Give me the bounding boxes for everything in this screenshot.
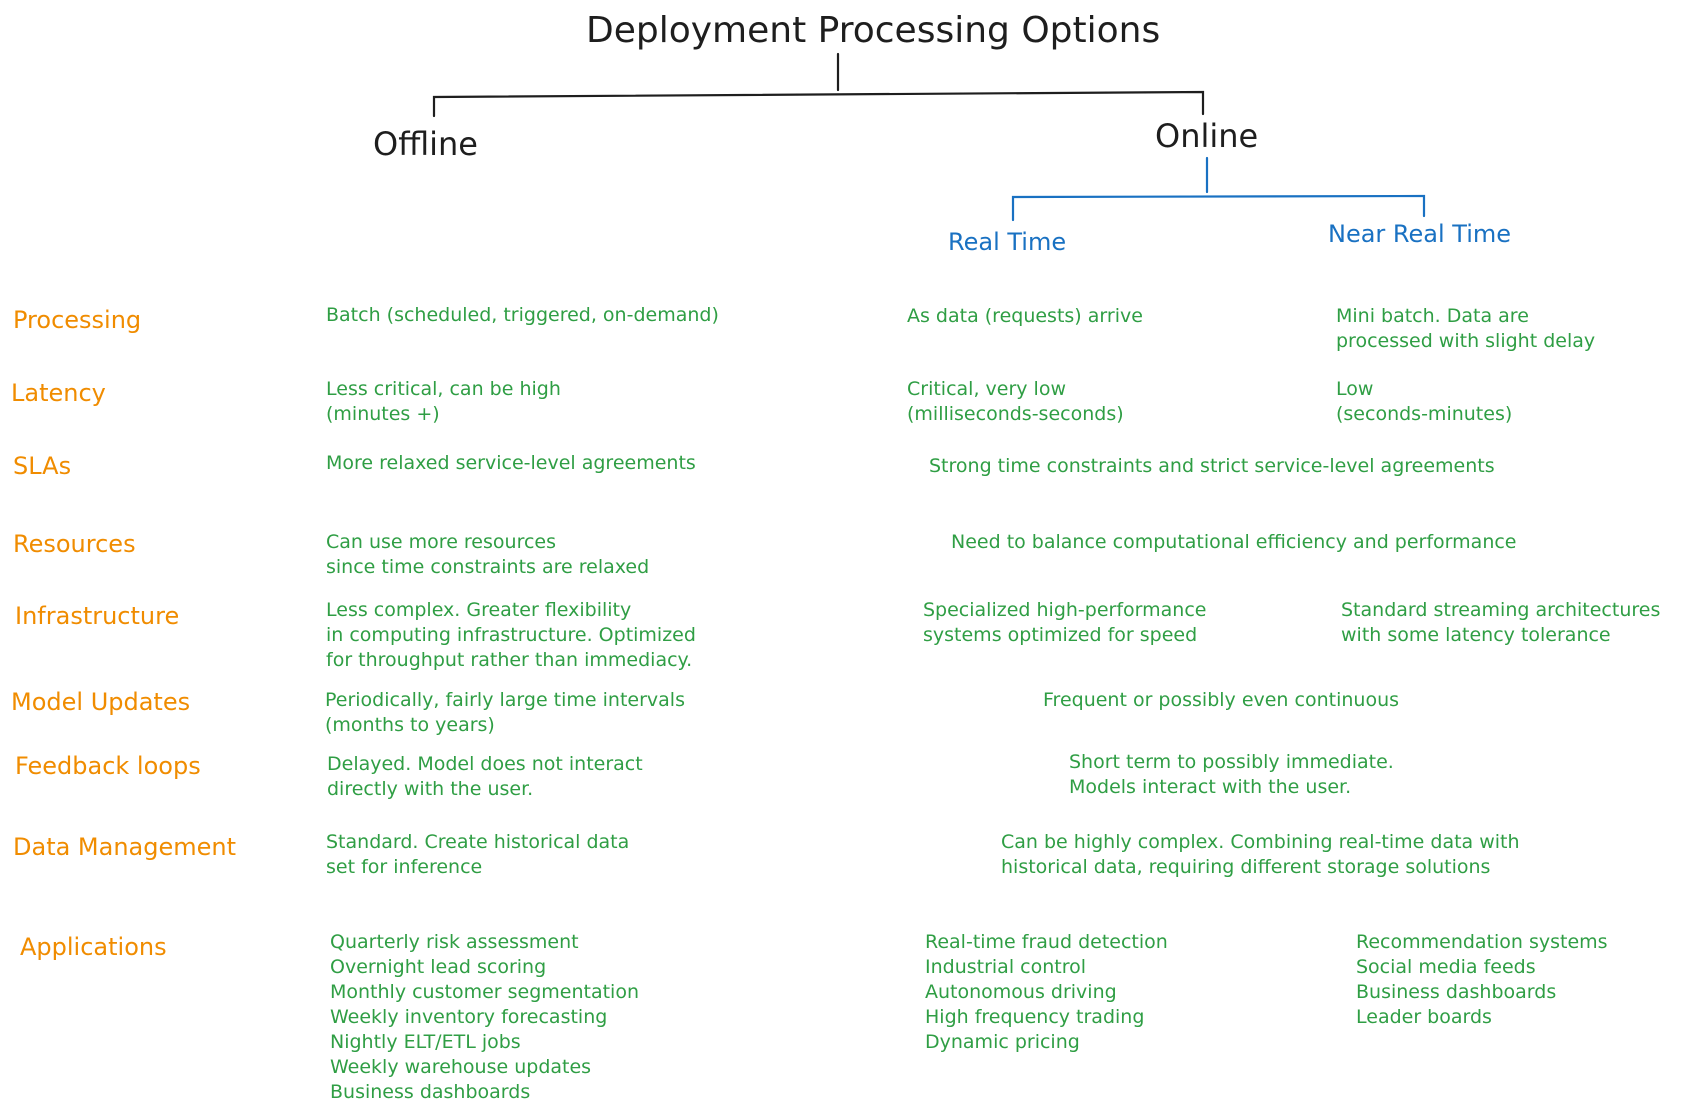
row-label-data-management: Data Management bbox=[13, 833, 237, 861]
infrastructure-real-time-cell: Specialized high-performance systems opt… bbox=[923, 599, 1207, 646]
diagram-title: Deployment Processing Options bbox=[586, 10, 1161, 51]
offline-heading: Offline bbox=[373, 125, 478, 163]
processing-near-real-time-cell: Mini batch. Data are processed with slig… bbox=[1336, 305, 1596, 352]
row-label-processing: Processing bbox=[13, 306, 142, 334]
data-management-offline-cell: Standard. Create historical data set for… bbox=[326, 831, 630, 878]
slas-online-cell: Strong time constraints and strict servi… bbox=[929, 455, 1495, 477]
feedback-loops-online-cell: Short term to possibly immediate. Models… bbox=[1069, 751, 1394, 798]
latency-real-time-cell: Critical, very low (milliseconds-seconds… bbox=[907, 378, 1124, 425]
applications-real-time-list: Real-time fraud detection Industrial con… bbox=[925, 931, 1168, 1053]
resources-offline-cell: Can use more resources since time constr… bbox=[326, 531, 650, 578]
processing-real-time-cell: As data (requests) arrive bbox=[907, 305, 1143, 327]
online-heading: Online bbox=[1155, 117, 1259, 155]
row-label-resources: Resources bbox=[13, 530, 136, 558]
row-label-slas: SLAs bbox=[13, 452, 72, 480]
real-time-heading: Real Time bbox=[948, 228, 1067, 256]
infrastructure-near-real-time-cell: Standard streaming architectures with so… bbox=[1341, 599, 1661, 646]
feedback-loops-offline-cell: Delayed. Model does not interact directl… bbox=[327, 753, 643, 800]
row-label-model-updates: Model Updates bbox=[11, 688, 191, 716]
resources-online-cell: Need to balance computational efficiency… bbox=[951, 531, 1517, 553]
latency-offline-cell: Less critical, can be high (minutes +) bbox=[326, 378, 561, 425]
applications-offline-list: Quarterly risk assessment Overnight lead… bbox=[330, 931, 640, 1103]
realtime-bracket-line bbox=[1011, 194, 1426, 222]
row-label-infrastructure: Infrastructure bbox=[15, 602, 180, 630]
offline-online-bracket-line bbox=[432, 90, 1205, 118]
processing-offline-cell: Batch (scheduled, triggered, on-demand) bbox=[326, 304, 719, 326]
data-management-online-cell: Can be highly complex. Combining real-ti… bbox=[1001, 831, 1520, 878]
model-updates-online-cell: Frequent or possibly even continuous bbox=[1043, 689, 1400, 711]
applications-near-real-time-list: Recommendation systems Social media feed… bbox=[1356, 931, 1608, 1028]
model-updates-offline-cell: Periodically, fairly large time interval… bbox=[325, 689, 685, 736]
infrastructure-offline-cell: Less complex. Greater flexibility in com… bbox=[326, 599, 696, 671]
row-label-latency: Latency bbox=[11, 379, 106, 407]
slas-offline-cell: More relaxed service-level agreements bbox=[326, 452, 696, 474]
row-label-applications: Applications bbox=[20, 933, 167, 961]
near-real-time-heading: Near Real Time bbox=[1328, 220, 1512, 248]
latency-near-real-time-cell: Low (seconds-minutes) bbox=[1336, 378, 1513, 425]
row-label-feedback-loops: Feedback loops bbox=[15, 752, 201, 780]
